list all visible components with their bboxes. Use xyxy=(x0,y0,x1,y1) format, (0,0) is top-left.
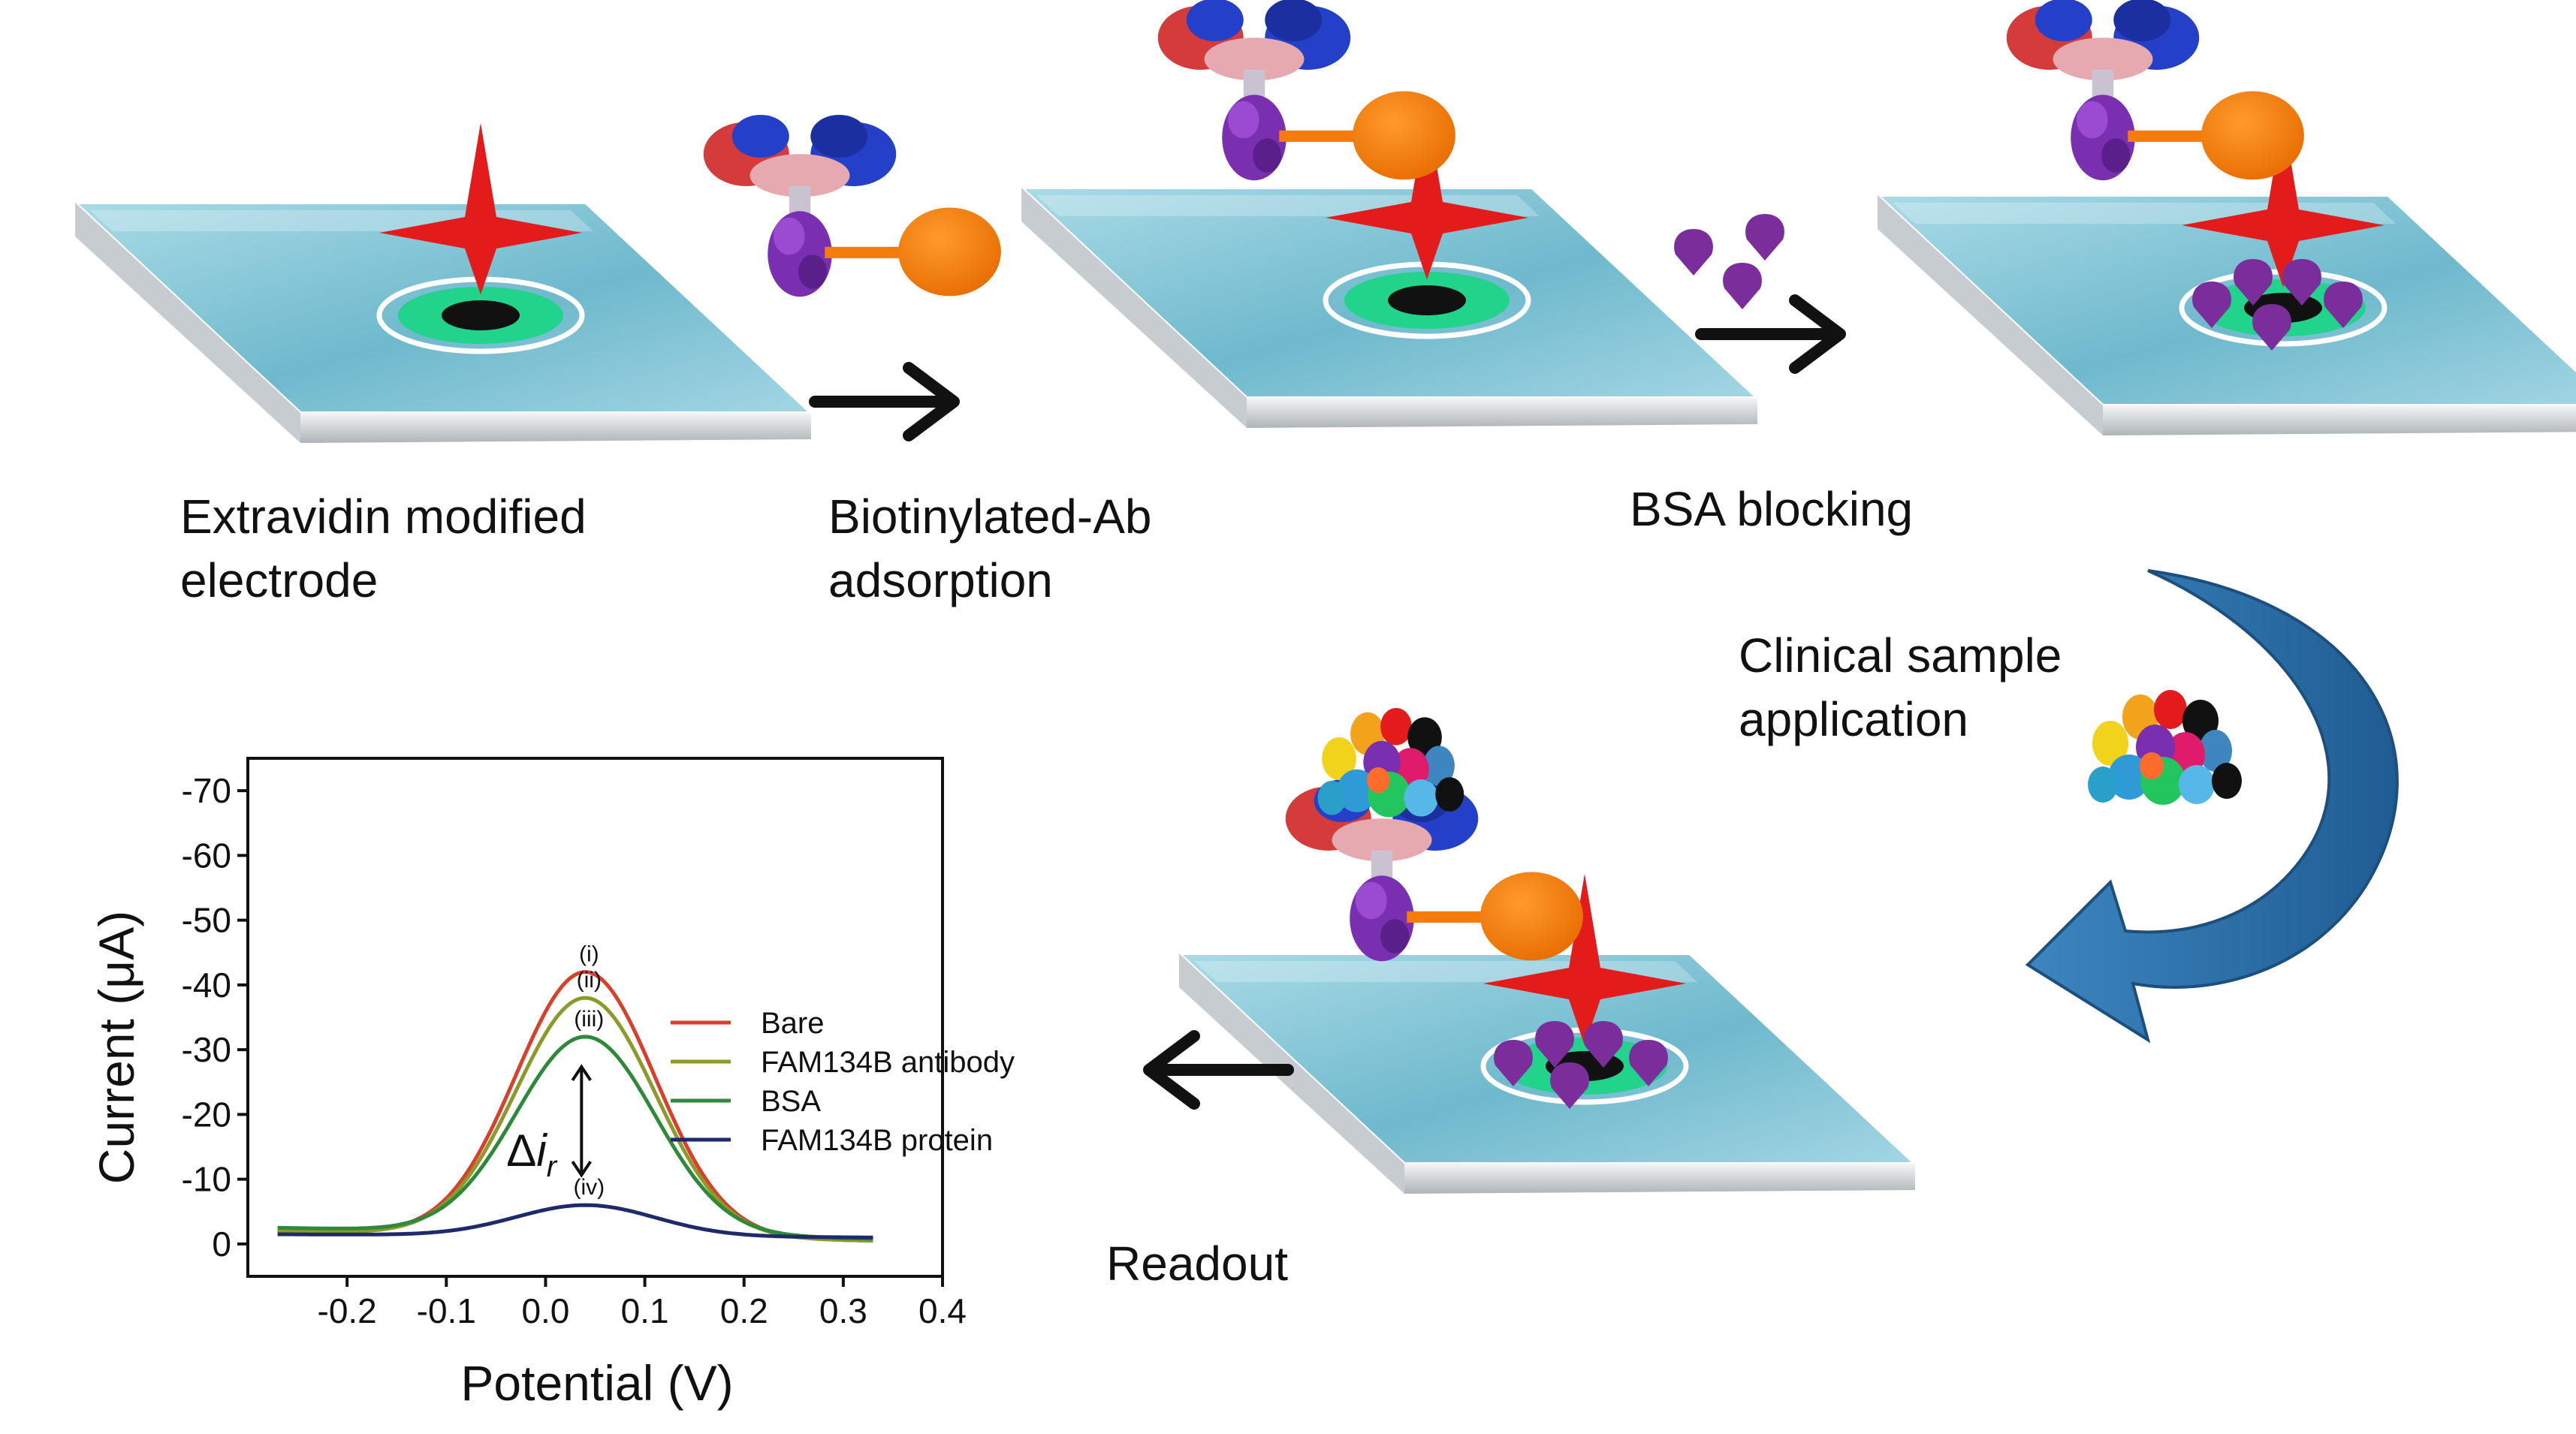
curved-arrow xyxy=(2025,569,2399,1044)
x-tick-label: 0.1 xyxy=(621,1291,669,1330)
delta-arrow-head-down xyxy=(571,1161,592,1178)
legend-label-2: FAM134B antibody xyxy=(761,1046,1015,1079)
legend-label-3: BSA xyxy=(761,1085,821,1118)
label-electrode-line2: electrode xyxy=(180,553,378,607)
label-electrode-line1: Extravidin modified xyxy=(180,490,587,544)
arrow-right-1 xyxy=(815,368,954,435)
dpv-chart: (i)(ii) (iii) (iv) -0.2 -0.1 0.0 0.1 0.2 0.3 0.4… xyxy=(89,757,1015,1411)
delta-arrow-head-up xyxy=(571,1064,592,1081)
clinical-sample-cluster xyxy=(2088,690,2242,805)
y-tick-label: -20 xyxy=(182,1095,231,1134)
y-tick-label: -50 xyxy=(182,901,231,940)
label-antibody-line1: Biotinylated-Ab xyxy=(828,490,1151,544)
x-tick-label: 0.0 xyxy=(521,1291,569,1330)
plot-frame xyxy=(246,757,944,1278)
biotinylated-antibody xyxy=(704,115,1001,297)
delta-ir-annotation: Δir xyxy=(506,1064,592,1183)
label-readout: Readout xyxy=(1106,1237,1288,1291)
label-antibody-line2: adsorption xyxy=(828,553,1053,607)
y-tick-label: -70 xyxy=(182,771,231,810)
y-axis-title: Current (μA) xyxy=(89,911,144,1184)
electrode-bare xyxy=(74,122,813,444)
antibody-on-electrode xyxy=(1158,0,1455,180)
x-tick-label: -0.1 xyxy=(417,1291,476,1330)
label-bsa: BSA blocking xyxy=(1630,482,1913,536)
legend-label-1: Bare xyxy=(761,1007,825,1040)
y-tick-label: -60 xyxy=(182,836,231,875)
chart-ticks: -0.2 -0.1 0.0 0.1 0.2 0.3 0.4 0 -10 -20 -30 -40 -50 -… xyxy=(182,771,967,1330)
y-tick-label: -30 xyxy=(182,1030,231,1069)
peak-label-2: (ii) xyxy=(577,968,602,993)
y-tick-label: -10 xyxy=(182,1160,231,1199)
y-tick-label: -40 xyxy=(182,966,231,1005)
curve-3 xyxy=(277,1035,873,1241)
peak-label-3: (iii) xyxy=(574,1007,604,1032)
y-tick-label: 0 xyxy=(212,1225,231,1264)
x-tick-label: -0.2 xyxy=(318,1291,377,1330)
x-tick-label: 0.3 xyxy=(819,1291,867,1330)
bsa-molecules xyxy=(1674,214,1784,309)
legend-label-4: FAM134B protein xyxy=(761,1124,993,1157)
delta-ir-label: Δir xyxy=(506,1125,557,1183)
label-sample-line2: application xyxy=(1739,692,1968,746)
arrow-right-2 xyxy=(1701,300,1840,368)
antibody-on-blocked-electrode xyxy=(2007,0,2304,180)
x-tick-label: 0.4 xyxy=(918,1291,967,1330)
bound-sample-cluster xyxy=(1317,708,1464,818)
label-sample-line1: Clinical sample xyxy=(1739,628,2062,682)
peak-label-1: (i) xyxy=(579,942,599,967)
x-axis-title: Potential (V) xyxy=(460,1355,733,1411)
peak-label-4: (iv) xyxy=(573,1175,605,1200)
x-tick-label: 0.2 xyxy=(720,1291,768,1330)
chart-curves: (i)(ii) (iii) (iv) xyxy=(277,942,873,1243)
chart-axes xyxy=(246,757,944,1278)
curve-4 xyxy=(277,1203,873,1240)
